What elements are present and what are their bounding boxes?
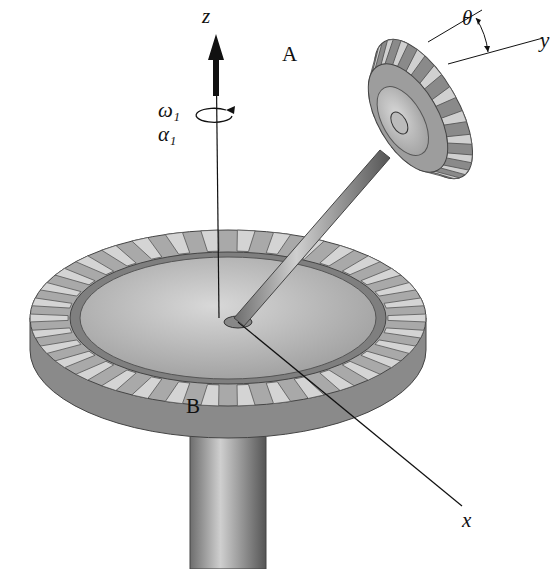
gear-tooth — [237, 384, 255, 405]
gear-tooth — [342, 361, 380, 380]
gear-tooth — [76, 256, 114, 275]
gear-tooth — [201, 384, 219, 405]
angular-velocity-label: ω₁ — [158, 100, 180, 121]
gear-tooth — [266, 232, 290, 254]
gear-tooth — [55, 351, 95, 367]
gear-tooth — [445, 126, 475, 155]
gear-tooth — [30, 314, 68, 322]
gear-tooth — [165, 232, 189, 254]
gear-tooth — [40, 283, 81, 297]
gear-tooth — [237, 230, 255, 251]
gear-tooth — [384, 298, 424, 308]
gear-tooth — [266, 382, 290, 404]
gear-tooth — [76, 361, 114, 380]
gear-tooth — [102, 245, 137, 266]
gear-tooth — [201, 230, 219, 251]
gear-tooth — [342, 256, 380, 275]
angle-label: θ — [462, 8, 472, 29]
gear-tooth — [375, 283, 416, 297]
angular-acceleration-label: α₁ — [158, 124, 176, 145]
gear-label: B — [186, 396, 200, 417]
axis-label: z — [202, 6, 210, 27]
gear-tooth — [40, 340, 81, 354]
gear-label: A — [282, 44, 297, 65]
gear-tooth — [361, 351, 401, 367]
gear-tooth — [32, 328, 72, 338]
gear-tooth — [132, 238, 162, 260]
gear-tooth — [102, 370, 137, 391]
gear-tooth — [32, 298, 72, 308]
gear-tooth — [320, 245, 355, 266]
gear-tooth — [388, 314, 426, 322]
gear-tooth — [55, 268, 95, 284]
axis-label: x — [462, 510, 471, 531]
gear-tooth — [375, 340, 416, 354]
gear-tooth — [132, 377, 162, 399]
gear-tooth — [361, 268, 401, 284]
axis-label: y — [540, 30, 549, 51]
gear-tooth — [384, 328, 424, 338]
gear-tooth — [320, 370, 355, 391]
